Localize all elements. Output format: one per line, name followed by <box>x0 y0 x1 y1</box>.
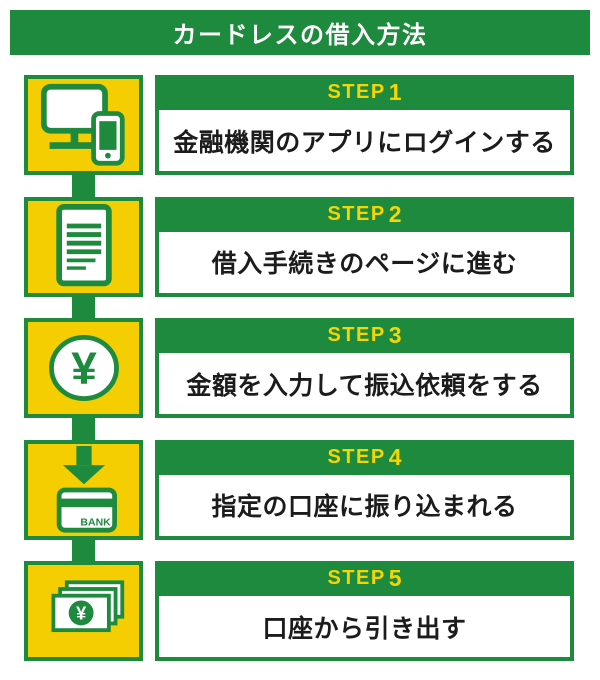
step1-icon-box <box>24 75 143 175</box>
arrow-bank-card-icon: BANK <box>56 445 117 533</box>
step3-header: STEP 3 <box>155 318 574 353</box>
step5-description: 口座から引き出す <box>159 596 570 657</box>
step5-icon-box: ¥ <box>24 561 143 661</box>
step-row-2: STEP 2 借入手続きのページに進む <box>0 173 600 297</box>
step-label: STEP <box>327 81 386 103</box>
yen-circle-icon: ¥ <box>48 335 119 401</box>
page-title: カードレスの借入方法 <box>10 10 590 55</box>
step-label: STEP <box>327 202 386 225</box>
step-label: STEP <box>327 567 386 589</box>
step4-description: 指定の口座に振り込まれる <box>159 474 570 536</box>
step4-header: STEP 4 <box>155 440 574 475</box>
step-row-1: STEP 1 金融機関のアプリにログインする <box>0 75 600 175</box>
step-row-3: ¥ STEP 3 金額を入力して振込依頼をする <box>0 295 600 418</box>
step4-box: STEP 4 指定の口座に振り込まれる <box>155 439 574 540</box>
step-label: STEP <box>327 324 386 346</box>
step-number: 1 <box>388 79 402 105</box>
step-number: 5 <box>388 565 402 591</box>
yen-symbol: ¥ <box>76 604 87 624</box>
step-number: 3 <box>388 322 402 348</box>
bank-label: BANK <box>80 516 111 528</box>
step5-header: STEP 5 <box>155 561 574 596</box>
step3-box: STEP 3 金額を入力して振込依頼をする <box>155 318 574 418</box>
step-number: 4 <box>388 443 402 470</box>
steps-flow: STEP 1 金融機関のアプリにログインする STEP 2 借 <box>0 75 600 661</box>
banknotes-icon: ¥ <box>50 580 124 633</box>
flow-connector <box>72 538 95 564</box>
step3-icon-box: ¥ <box>24 318 143 418</box>
step-row-5: ¥ STEP 5 口座から引き出す <box>0 538 600 661</box>
step-number: 2 <box>388 200 402 227</box>
step-row-4: BANK STEP 4 指定の口座に振り込まれる <box>0 416 600 540</box>
flow-connector <box>72 416 95 443</box>
step4-icon-box: BANK <box>24 439 143 540</box>
step2-description: 借入手続きのページに進む <box>159 231 570 293</box>
flow-connector <box>72 295 95 321</box>
document-icon <box>55 203 112 286</box>
step2-icon-box <box>24 196 143 297</box>
step1-box: STEP 1 金融機関のアプリにログインする <box>155 75 574 175</box>
step3-description: 金額を入力して振込依頼をする <box>159 353 570 414</box>
step2-header: STEP 2 <box>155 197 574 232</box>
step1-description: 金融機関のアプリにログインする <box>159 110 570 171</box>
step1-header: STEP 1 <box>155 75 574 110</box>
monitor-smartphone-icon <box>40 83 125 166</box>
step2-box: STEP 2 借入手続きのページに進む <box>155 196 574 297</box>
step5-box: STEP 5 口座から引き出す <box>155 561 574 661</box>
flow-connector <box>72 173 95 200</box>
yen-symbol: ¥ <box>71 342 97 394</box>
step-label: STEP <box>327 445 386 468</box>
